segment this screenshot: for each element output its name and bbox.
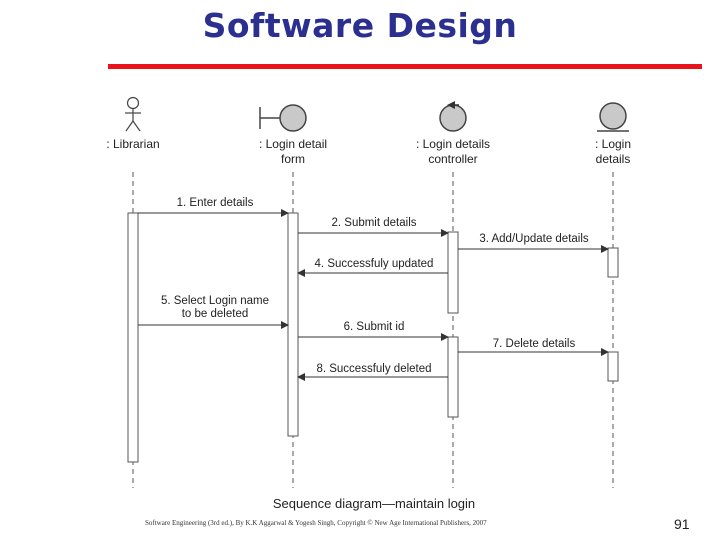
- message-label-line: 1. Enter details: [177, 197, 254, 209]
- boundary-circle: [279, 104, 307, 132]
- activation-bar-controller-3: [447, 336, 459, 418]
- activation-bar-entity-5: [607, 351, 619, 382]
- message-label-7: 7. Delete details: [493, 338, 576, 350]
- message-label-8: 8. Successfuly deleted: [316, 363, 431, 375]
- title-divider: [108, 64, 702, 69]
- message-label-line: 5. Select Login name: [161, 295, 269, 307]
- message-label-line: 7. Delete details: [493, 338, 576, 350]
- actor-icon: [125, 96, 141, 132]
- lifeline-label-line: : Login detail: [259, 137, 327, 151]
- message-label-6: 6. Submit id: [344, 321, 405, 333]
- actor-head: [126, 96, 140, 110]
- lifeline-label-line: : Librarian: [106, 137, 159, 151]
- message-label-2: 2. Submit details: [331, 217, 416, 229]
- message-label-line: 4. Successfuly updated: [315, 258, 434, 270]
- message-label-4: 4. Successfuly updated: [315, 258, 434, 270]
- message-label-line: to be deleted: [182, 308, 249, 320]
- control-circle: [439, 104, 467, 132]
- activation-bar-form-1: [287, 212, 299, 437]
- message-label-line: 8. Successfuly deleted: [316, 363, 431, 375]
- activation-bar-controller-2: [447, 231, 459, 314]
- activation-bar-entity-4: [607, 247, 619, 278]
- entity-circle: [599, 102, 627, 130]
- page-number: 91: [674, 516, 690, 532]
- entity-icon: [597, 102, 629, 132]
- message-label-line: 2. Submit details: [331, 217, 416, 229]
- footer-credit: Software Engineering (3rd ed.), By K.K A…: [145, 519, 487, 527]
- actor-left-leg: [125, 120, 134, 132]
- message-label-line: 6. Submit id: [344, 321, 405, 333]
- lifeline-label-line: : Login: [595, 137, 631, 151]
- lifeline-label-line: : Login details: [416, 137, 490, 151]
- actor-right-leg: [132, 120, 141, 132]
- boundary-icon: [259, 104, 307, 132]
- lifeline-label-librarian: : Librarian: [106, 137, 159, 151]
- lifeline-label-line: form: [281, 152, 305, 166]
- activation-bar-librarian-0: [127, 212, 139, 463]
- message-label-line: 3. Add/Update details: [479, 233, 589, 245]
- slide-title: Software Design: [202, 6, 518, 45]
- message-label-1: 1. Enter details: [177, 197, 254, 209]
- lifeline-label-line: controller: [428, 152, 477, 166]
- message-label-3: 3. Add/Update details: [479, 233, 589, 245]
- diagram-caption: Sequence diagram—maintain login: [273, 496, 475, 511]
- lifeline-label-line: details: [596, 152, 631, 166]
- control-icon: [439, 101, 467, 132]
